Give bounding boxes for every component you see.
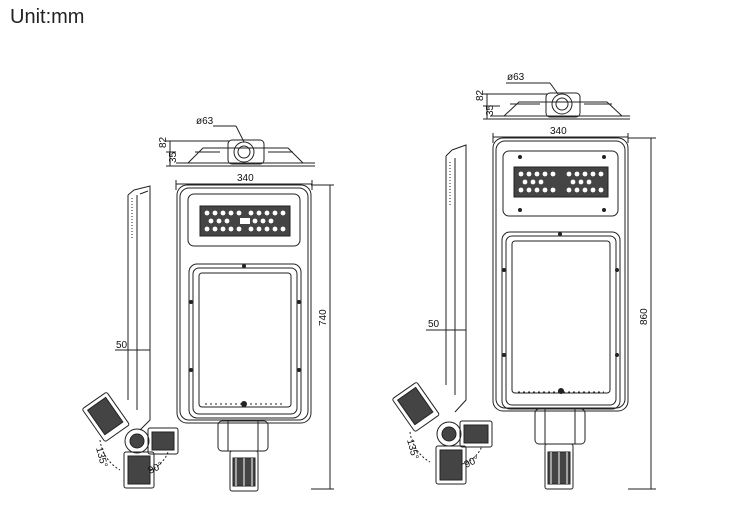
height-82-label: 82 [158, 136, 169, 148]
front-mount [217, 420, 269, 492]
pole-diameter-label: ø63 [196, 116, 214, 127]
height-label: 740 [318, 309, 329, 326]
lamp-740-drawing [82, 125, 334, 492]
top-view-bracket [490, 92, 630, 120]
rotating-bracket [392, 382, 493, 485]
side-view [426, 144, 467, 413]
angle-90-label: 90° [463, 454, 481, 470]
side-view [115, 185, 151, 431]
unit-label: Unit:mm [10, 6, 85, 28]
height-35-label: 35 [485, 104, 496, 116]
pole-diameter-label: ø63 [507, 72, 525, 83]
width-label: 340 [237, 173, 254, 184]
height-35-label: 35 [168, 151, 179, 163]
width-label: 340 [550, 126, 567, 137]
lamp-body-front [176, 184, 312, 424]
lamp-860-drawing [392, 82, 656, 490]
front-mount [534, 408, 586, 490]
height-label: 860 [639, 308, 650, 325]
angle-135-label: 135° [93, 446, 109, 469]
angle-135-label: 135° [404, 438, 420, 461]
lamp-body-front [492, 137, 629, 412]
rotating-bracket [82, 392, 179, 489]
depth-label: 50 [116, 340, 128, 351]
height-82-label: 82 [475, 89, 486, 101]
depth-label: 50 [428, 319, 440, 330]
top-view-bracket [176, 139, 315, 167]
